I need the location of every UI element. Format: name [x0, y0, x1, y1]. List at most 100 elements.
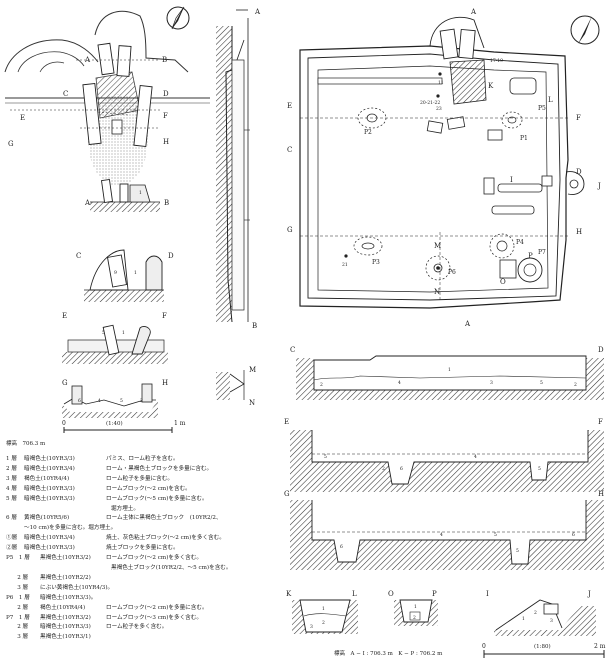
main-section-cd: C D 1 2 4 3 5 2	[290, 346, 604, 400]
main-ef-layer-5: 5	[324, 454, 327, 460]
plan-label-a-top: A	[470, 8, 477, 16]
pit-op-right: P	[432, 590, 437, 598]
main-cd-layer-3: 3	[490, 380, 493, 386]
plan-label-p6: P6	[448, 269, 456, 276]
main-ef-layer-6: 6	[400, 466, 403, 472]
long-section-bottom-label: B	[252, 322, 257, 330]
pit-section-op: O P 1 2	[388, 590, 438, 626]
small-scale-end: 1 m	[174, 420, 186, 427]
main-gh-layer-4: 4	[440, 532, 443, 538]
section-gh: G H 6 4 5 2	[62, 379, 168, 418]
plan-number-21: 21	[342, 262, 348, 268]
legend-desc: ロームブロック(〜3 cm)を多く含む。	[106, 614, 202, 621]
plan-label-j: J	[597, 182, 601, 190]
pit-ij-layer-2: 2	[534, 610, 537, 616]
small-plan-label-b: B	[162, 56, 167, 64]
section-cd-left-label: C	[76, 252, 81, 260]
pit-ij-layer-3: 3	[550, 618, 553, 624]
main-cd-right: D	[598, 346, 604, 354]
legend-row: 4 層暗褐色土(10YR3/3)ロームブロック(〜2 cm)を含む。	[6, 485, 296, 495]
small-plan	[4, 10, 210, 186]
legend-code: 5 層	[6, 495, 17, 502]
legend-row: 3 層褐色土(10YR4/4)ローム粒子を多量に含む。	[6, 475, 296, 485]
legend-code: 3 層	[6, 475, 17, 482]
pit-kl-layer-3: 3	[310, 624, 313, 630]
small-plan-label-h: H	[163, 138, 169, 146]
main-gh-layer-6: 6	[340, 544, 343, 550]
small-scale-ratio: (1:40)	[106, 420, 123, 427]
legend-desc: ロームブロック(〜2 cm)を含む。	[106, 485, 191, 492]
section-gh-layer-5: 5	[120, 398, 123, 404]
plan-label-m: M	[434, 242, 441, 250]
main-gh-layer-6b: 6	[572, 532, 575, 538]
main-section-gh: G H 6 4 5 5 6	[284, 490, 604, 570]
legend-color: 暗褐色土(10YR3/3)	[40, 624, 91, 631]
legend-row: ②層暗褐色土(10YR3/3)焼土ブロックを多量に含む。	[6, 544, 296, 554]
legend-code: 2 層	[6, 604, 29, 611]
legend-row: 3 層にぶい黄褐色土(10YR4/3)。	[6, 584, 296, 594]
legend-row: 2 層暗褐色土(10YR3/4)ローム・黒褐色土ブロックを多量に含む。	[6, 465, 296, 475]
main-cd-layer-2a: 2	[320, 382, 323, 388]
plan-label-l: L	[548, 96, 553, 104]
long-section-ab: A B	[216, 8, 261, 330]
plan-label-n: N	[434, 288, 440, 296]
legend-code: 6 層	[6, 515, 17, 522]
plan-label-a-bottom: A	[464, 320, 471, 328]
legend-desc: ローム主体に黒褐色土ブロック (10YR2/2、	[106, 515, 222, 522]
plan-label-p7: P7	[538, 249, 546, 256]
main-scale-end: 2 m	[594, 643, 606, 650]
elevation-main: 標高 A − I : 706.3 m K − P : 706.2 m	[334, 651, 443, 657]
plan-number-11: 11	[438, 80, 444, 86]
legend-row: 黒褐色土ブロック(10YR2/2、〜5 cm)を含む。	[6, 564, 296, 574]
main-scale-ratio: (1:80)	[534, 643, 551, 650]
plan-label-p2: P2	[364, 129, 372, 136]
main-cd-layer-2b: 2	[574, 382, 577, 388]
main-scale-bar: 0 (1:80) 2 m	[482, 643, 606, 658]
legend-desc: ロームブロック(〜2 cm)を多く含む。	[106, 555, 202, 562]
legend-desc: ローム・黒褐色土ブロックを多量に含む。	[106, 465, 213, 472]
section-ef: E F 5 1	[62, 312, 168, 364]
legend-color: 暗褐色土(10YR3/4)	[24, 535, 75, 542]
legend-color: 褐色土(10YR4/4)	[40, 604, 86, 611]
main-gh-layer-5b: 5	[516, 548, 519, 554]
legend-color: 黒褐色土(10YR3/2)	[40, 614, 91, 621]
legend-code: P7 1 層	[6, 614, 30, 621]
small-plan-label-c: C	[63, 90, 68, 98]
main-ef-layer-2: 2	[382, 466, 385, 472]
legend-color: にぶい黄褐色土(10YR4/3)。	[40, 584, 114, 591]
small-scale-start: 0	[62, 420, 66, 427]
legend-row: 6 層黄褐色(10YR5/6)ローム主体に黒褐色土ブロック (10YR2/2、	[6, 514, 296, 524]
legend-row: 2 層黒褐色土(10YR2/2)	[6, 574, 296, 584]
main-cd-layer-5: 5	[540, 380, 543, 386]
section-ef-right-label: F	[162, 312, 167, 320]
section-cd: C D 9 1	[76, 249, 174, 302]
main-cd-left: C	[290, 346, 295, 354]
legend-code: P5 1 層	[6, 555, 30, 562]
legend-desc: ロームブロック(〜2 cm)を多量に含む。	[106, 604, 208, 611]
legend-color: 暗褐色土(10YR3/4)	[24, 465, 75, 472]
main-plan-labels: A A E F C D G H J I K L M N O P P1 P2 P3…	[287, 8, 601, 328]
pit-op-layer-1: 1	[414, 604, 417, 610]
small-plan-label-d: D	[163, 90, 169, 98]
section-cd-right-label: D	[168, 252, 174, 260]
legend-row: 堀方埋土。	[6, 505, 296, 515]
pit-kl-right: L	[352, 590, 357, 598]
plan-label-g: G	[287, 226, 293, 234]
mn-small-bottom: N	[249, 399, 255, 407]
plan-label-d: D	[576, 168, 582, 176]
plan-label-e: E	[287, 102, 292, 110]
legend-color: 黒褐色土(10YR3/2)	[40, 555, 91, 562]
section-ab-left-label: A	[84, 199, 91, 207]
pit-kl-layer-2: 2	[322, 620, 325, 626]
plan-label-p5: P5	[538, 105, 546, 112]
legend-code: 1 層	[6, 456, 17, 462]
pit-op-layer-2: 2	[413, 615, 416, 621]
main-gh-left: G	[284, 490, 290, 498]
pit-ij-right: J	[587, 590, 591, 598]
section-cd-layer-9: 9	[114, 270, 117, 276]
elevation-small: 標高 706.3 m	[6, 441, 46, 447]
legend-code: 3 層	[6, 634, 29, 641]
legend-code: 2 層	[6, 574, 29, 581]
legend-color: 褐色土(10YR4/4)	[24, 475, 70, 482]
main-cd-layer-4: 4	[398, 380, 401, 386]
